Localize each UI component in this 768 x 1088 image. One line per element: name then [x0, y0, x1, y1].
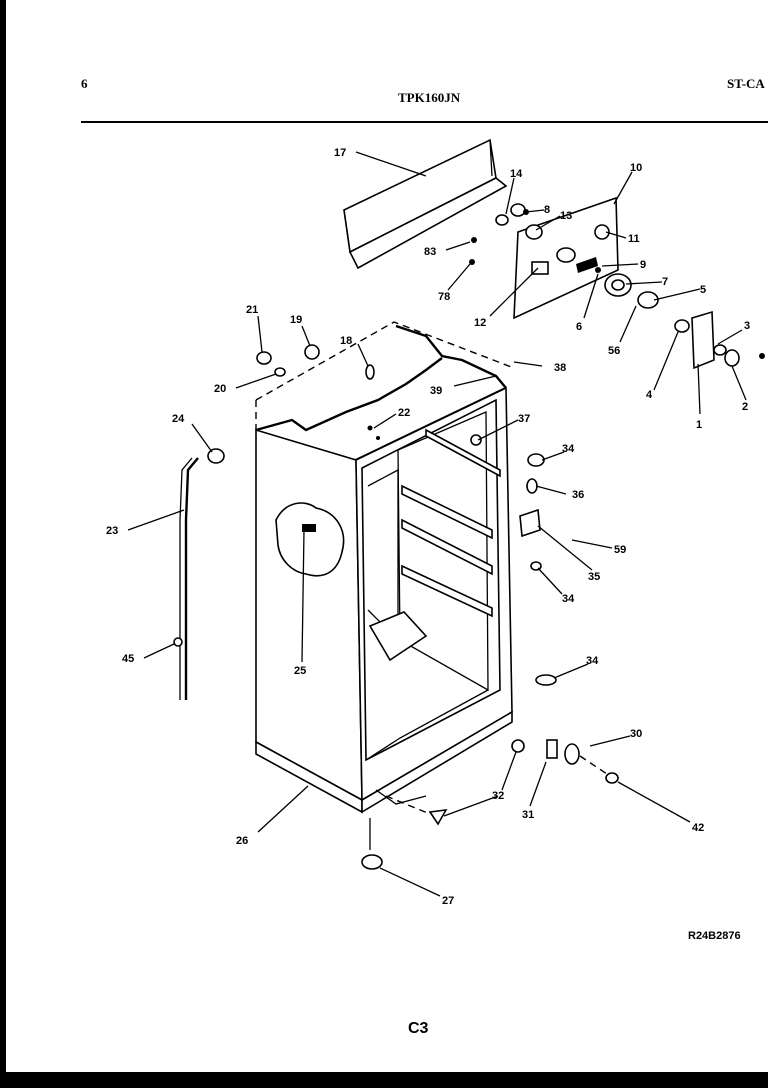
top-trim-strip — [343, 138, 508, 270]
section-code: ST-CA — [727, 76, 765, 91]
callout-39: 39 — [430, 385, 442, 397]
callout-2: 2 — [742, 401, 748, 413]
callout-19: 19 — [290, 314, 302, 326]
callout-10: 10 — [630, 162, 642, 174]
callout-20: 20 — [214, 383, 226, 395]
callout-12: 12 — [474, 317, 486, 329]
callout-42: 42 — [692, 822, 704, 834]
callout-8: 8 — [544, 204, 550, 216]
callout-30: 30 — [630, 728, 642, 740]
callout-38: 38 — [554, 362, 566, 374]
refrigerator-cabinet — [255, 321, 515, 814]
leader-lines — [127, 151, 747, 897]
callout-83: 83 — [424, 246, 436, 258]
callout-11: 11 — [628, 233, 640, 245]
callout-18: 18 — [340, 335, 352, 347]
parts-diagram-page: 6 TPK160JN ST-CA — [6, 0, 768, 1072]
cabinet-side-parts — [428, 434, 619, 826]
thermostat-knob-parts — [469, 203, 543, 265]
callout-26: 26 — [236, 835, 248, 847]
callout-22: 22 — [398, 407, 410, 419]
callout-27: 27 — [442, 895, 454, 907]
callout-34-b: 34 — [562, 593, 575, 605]
callout-14: 14 — [510, 168, 523, 180]
callout-9: 9 — [640, 259, 646, 271]
callout-13: 13 — [560, 210, 572, 222]
callout-4: 4 — [646, 389, 653, 401]
callout-36: 36 — [572, 489, 584, 501]
callout-7: 7 — [662, 276, 668, 288]
callout-24: 24 — [172, 413, 185, 425]
exploded-view-diagram: 17 14 8 13 10 11 83 9 78 7 12 6 5 56 3 4… — [81, 121, 768, 907]
callout-37: 37 — [518, 413, 530, 425]
relay-parts — [674, 310, 765, 370]
callout-32: 32 — [492, 790, 504, 802]
callout-5: 5 — [700, 284, 706, 296]
cabinet-left-parts — [173, 344, 383, 870]
callout-31: 31 — [522, 809, 534, 821]
callout-34-c: 34 — [586, 655, 599, 667]
callout-6: 6 — [576, 321, 582, 333]
callout-35: 35 — [588, 571, 600, 583]
page-number: 6 — [81, 76, 88, 91]
callout-17: 17 — [334, 147, 346, 159]
callout-45: 45 — [122, 653, 134, 665]
page-code: C3 — [408, 1020, 429, 1037]
callout-25: 25 — [294, 665, 306, 677]
callout-21: 21 — [246, 304, 258, 316]
model-number: TPK160JN — [398, 90, 461, 105]
callout-labels: 17 14 8 13 10 11 83 9 78 7 12 6 5 56 3 4… — [106, 147, 750, 907]
callout-56: 56 — [608, 345, 620, 357]
drawing-number: R24B2876 — [688, 930, 741, 942]
callout-1: 1 — [696, 419, 702, 431]
callout-34-a: 34 — [562, 443, 575, 455]
callout-59: 59 — [614, 544, 626, 556]
callout-78: 78 — [438, 291, 450, 303]
control-panel — [513, 196, 659, 320]
callout-3: 3 — [744, 320, 750, 332]
callout-23: 23 — [106, 525, 118, 537]
